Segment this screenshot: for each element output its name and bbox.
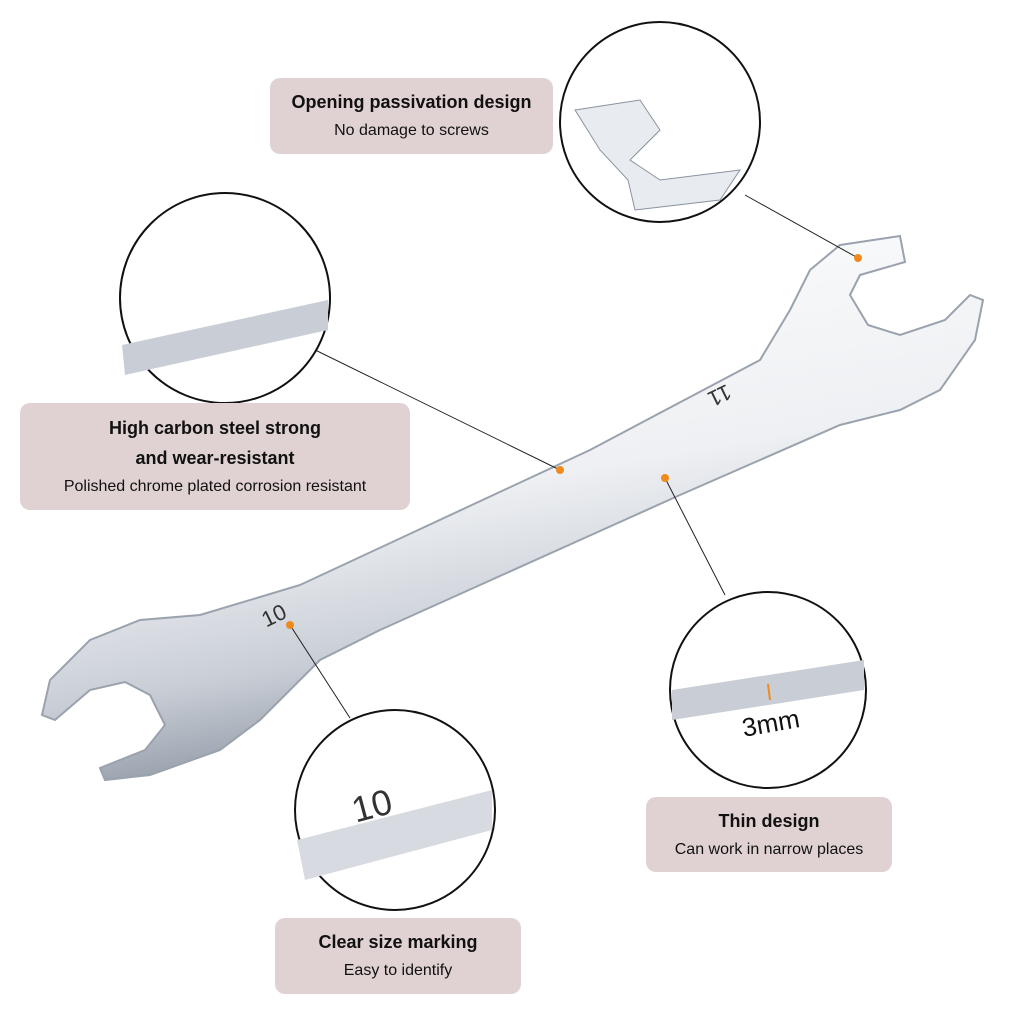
feature-subtitle: No damage to screws (334, 122, 489, 139)
callout-lines (289, 194, 859, 719)
feature-title: and wear-resistant (135, 447, 295, 468)
feature-subtitle: Easy to identify (343, 962, 453, 979)
callout-dots (286, 254, 862, 629)
feature-title: Clear size marking (318, 932, 478, 952)
feature-opening-passivation: Opening passivation design No damage to … (270, 78, 553, 154)
feature-subtitle: Polished chrome plated corrosion resista… (63, 477, 367, 495)
feature-title: Opening passivation design (291, 92, 532, 112)
wrench (40, 234, 985, 782)
feature-title: High carbon steel strong (108, 417, 322, 438)
feature-subtitle: Can work in narrow places (674, 840, 864, 858)
feature-high-carbon-steel: High carbon steel strong and wear-resist… (20, 403, 410, 510)
feature-thin-design: Thin design Can work in narrow places (646, 797, 892, 872)
feature-size-marking: Clear size marking Easy to identify (275, 918, 521, 994)
feature-title: Thin design (718, 810, 820, 831)
